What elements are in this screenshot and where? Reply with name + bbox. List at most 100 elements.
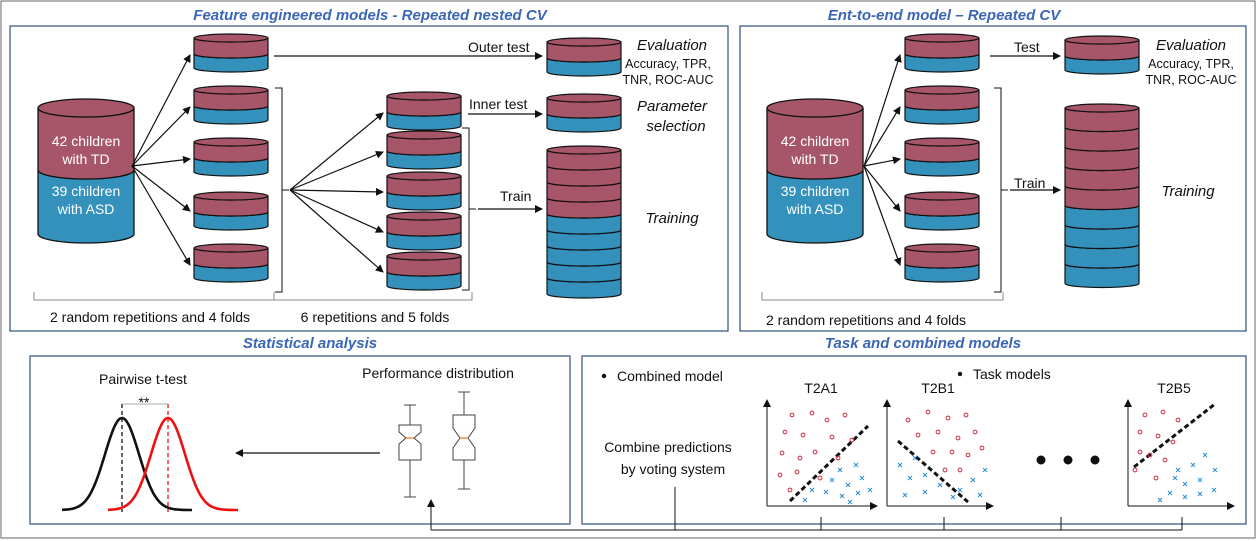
class-asd-point — [977, 492, 983, 498]
fe-fold-arrow-4 — [131, 165, 191, 212]
class-td-point — [812, 449, 818, 455]
decision-boundary — [1133, 402, 1216, 469]
bullet-task — [957, 371, 963, 377]
class-asd-point — [912, 455, 918, 461]
fe-bottom-brace-2 — [273, 292, 473, 301]
class-asd-point — [907, 475, 913, 481]
e2e-fold-arrow-5 — [863, 165, 902, 266]
decision-boundary — [788, 424, 870, 503]
task-panel — [581, 355, 1247, 525]
class-td-point — [965, 452, 971, 458]
e2e-eval-line2: TNR, ROC-AUC — [1146, 73, 1237, 87]
task-title: Task and combined models — [825, 335, 1021, 352]
outer-fold-3 — [193, 137, 269, 177]
inner-fold-1 — [386, 91, 462, 131]
class-td-point — [1132, 467, 1138, 473]
plot-title-2: T2B1 — [921, 380, 955, 396]
class-td-point — [782, 429, 788, 435]
combined-model-label: Combined model — [617, 368, 723, 384]
fe-train-brace-1 — [275, 87, 289, 293]
scatter-plot-2 — [883, 399, 994, 510]
fe-train-stack — [546, 145, 622, 299]
red-distribution-curve — [108, 416, 238, 512]
gaussian-curves — [62, 403, 238, 512]
class-td-point — [842, 412, 848, 418]
class-td-point — [1142, 412, 1148, 418]
fe-asd-label-1: 39 children — [52, 183, 121, 199]
class-asd-point — [1190, 462, 1196, 468]
black-distribution-curve — [62, 416, 192, 512]
class-td-point — [824, 417, 830, 423]
fe-param-line1: Parameter — [637, 98, 708, 115]
scatter-plot-3 — [1124, 399, 1235, 510]
e2e-folds — [904, 33, 980, 283]
fe-inner-arrow-5 — [289, 189, 384, 273]
e2e-td-label-2: with TD — [790, 151, 838, 167]
fe-inner-arrow-4 — [289, 189, 384, 233]
boxplots — [398, 391, 476, 498]
class-td-point — [955, 435, 961, 441]
class-td-point — [942, 467, 948, 473]
class-td-point — [945, 415, 951, 421]
class-td-point — [779, 450, 785, 456]
class-td-point — [829, 434, 835, 440]
class-asd-point — [809, 487, 815, 493]
e2e-fold-arrow-1 — [863, 54, 902, 167]
e2e-training-label: Training — [1161, 183, 1215, 200]
class-td-point — [777, 472, 783, 478]
fe-inner-test-label: Inner test — [469, 96, 527, 112]
e2e-test-db — [1064, 35, 1140, 75]
class-asd-point — [937, 482, 943, 488]
class-asd-point — [1157, 497, 1163, 503]
class-asd-point — [1212, 467, 1218, 473]
e2e-asd-label-2: with ASD — [786, 201, 844, 217]
plot-title-1: T2A1 — [804, 380, 838, 396]
fe-inner-arrow-2 — [289, 150, 384, 191]
class-td-point — [1137, 449, 1143, 455]
class-td-point — [979, 445, 985, 451]
fe-fold-arrow-5 — [131, 165, 191, 266]
e2e-brace-label: 2 random repetitions and 4 folds — [766, 312, 966, 328]
e2e-fold-1 — [904, 33, 980, 73]
fe-brace-label-2: 6 repetitions and 5 folds — [301, 309, 450, 325]
class-td-point — [797, 455, 803, 461]
class-asd-point — [802, 497, 808, 503]
fe-inner-test-db — [546, 93, 622, 133]
boxplot-2 — [452, 391, 476, 490]
class-td-point — [1170, 439, 1176, 445]
fe-dataset-cylinder — [37, 98, 135, 244]
inner-fold-4 — [386, 211, 462, 251]
fe-brace-label-1: 2 random repetitions and 4 folds — [50, 309, 250, 325]
e2e-eval-line1: Accuracy, TPR, — [1148, 57, 1234, 71]
e2e-fold-2 — [904, 85, 980, 125]
class-td-point — [1160, 409, 1166, 415]
class-td-point — [1175, 417, 1181, 423]
e2e-fold-arrow-3 — [863, 156, 901, 167]
inner-fold-3 — [386, 171, 462, 211]
class-asd-point — [922, 489, 928, 495]
outer-fold-4 — [193, 191, 269, 231]
class-td-point — [817, 475, 823, 481]
stat-panel — [29, 355, 571, 525]
fe-bottom-brace-1 — [33, 292, 275, 301]
class-td-point — [972, 429, 978, 435]
class-td-point — [949, 449, 955, 455]
class-td-point — [930, 449, 936, 455]
fe-title: Feature engineered models - Repeated nes… — [193, 7, 548, 24]
significance-stars: ** — [139, 394, 150, 410]
class-td-point — [1153, 475, 1159, 481]
fe-asd-label-2: with ASD — [57, 201, 115, 217]
fe-fold-arrow-2 — [131, 106, 191, 167]
fe-eval-line2: TNR, ROC-AUC — [623, 73, 714, 87]
class-asd-point — [1211, 487, 1217, 493]
class-td-point — [794, 469, 800, 475]
plot-title-3: T2B5 — [1157, 380, 1191, 396]
class-asd-point — [1197, 477, 1203, 483]
e2e-panel — [739, 25, 1247, 332]
class-td-point — [925, 409, 931, 415]
class-asd-point — [970, 477, 976, 483]
fe-inner-arrow-3 — [289, 187, 384, 196]
fe-train-brace-2 — [462, 127, 476, 291]
class-asd-point — [922, 472, 928, 478]
fe-inner-arrow-1 — [289, 112, 384, 191]
